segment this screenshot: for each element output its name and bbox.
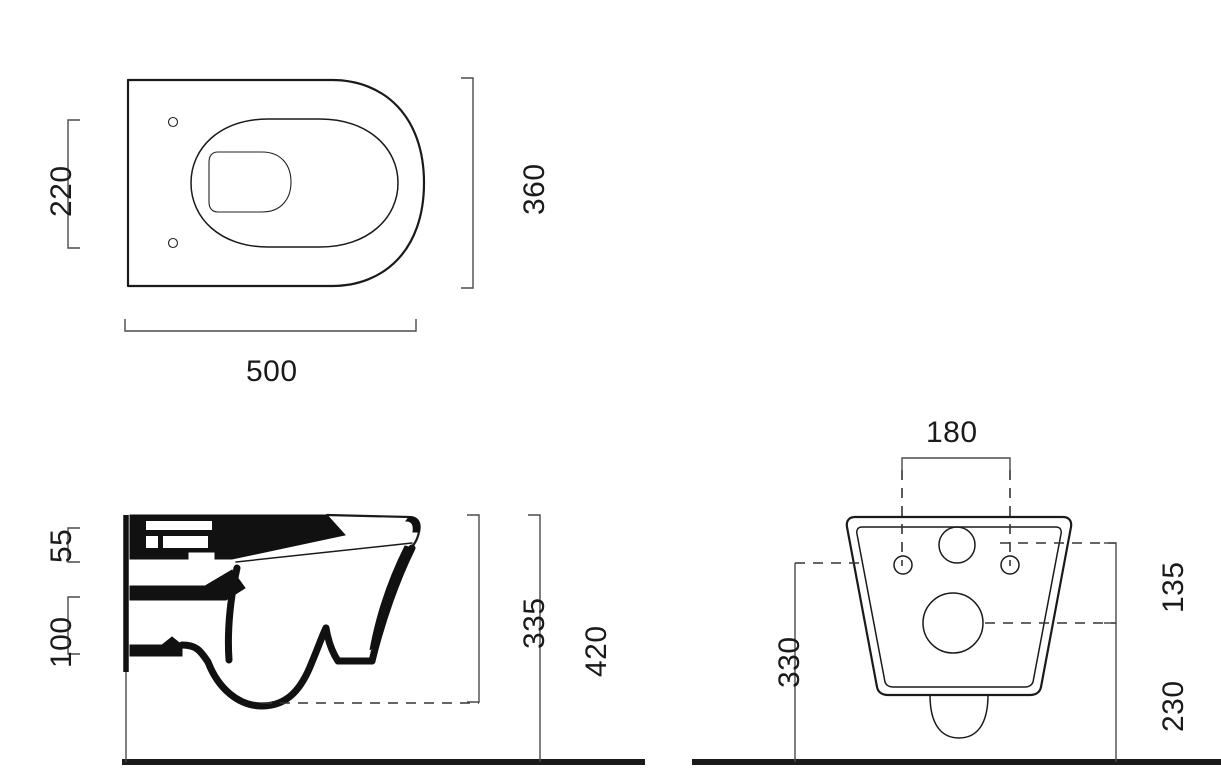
side-mid-section	[129, 569, 246, 601]
top-bolt-hole-upper	[167, 116, 179, 128]
dim-label-180: 180	[926, 416, 978, 449]
side-trap-riser	[322, 624, 376, 665]
rear-inner-outline	[856, 526, 1062, 688]
rear-outer-body	[845, 515, 1073, 697]
dim-100-bracket	[67, 596, 80, 655]
dim-label-230: 230	[1157, 680, 1190, 732]
dim-label-335: 335	[518, 597, 551, 649]
dim-220-bracket	[67, 119, 80, 249]
side-rim-tip	[405, 516, 421, 533]
dim-500-bracket	[124, 319, 417, 332]
rear-view-dimensions	[794, 457, 1117, 762]
top-bolt-hole-lower	[167, 237, 179, 249]
dim-135-bracket	[1104, 542, 1117, 624]
side-outlet-section	[129, 636, 183, 657]
side-inlet-gap	[146, 521, 212, 530]
rear-waste-outlet-circle	[922, 592, 984, 654]
dim-label-500: 500	[246, 355, 298, 388]
dim-55-bracket	[67, 527, 80, 563]
rear-bottom-bulge	[929, 694, 989, 739]
dim-label-55: 55	[45, 528, 78, 563]
top-view-dimensions	[67, 77, 474, 332]
rear-bolt-hole-left	[893, 555, 913, 575]
side-view-group	[122, 513, 645, 765]
dim-label-220: 220	[45, 165, 78, 217]
side-bowl-sweep	[235, 542, 413, 563]
top-outer-outline	[126, 78, 426, 288]
top-inner-bowl	[190, 118, 399, 248]
dim-180-bracket	[901, 457, 1011, 470]
dim-label-135: 135	[1157, 561, 1190, 613]
side-bowl-outline	[178, 624, 330, 710]
rear-flush-inlet-circle	[938, 526, 976, 564]
dim-360-bracket	[461, 77, 474, 289]
side-body-outer-curve	[368, 544, 416, 665]
side-view-dimensions	[67, 514, 541, 762]
dim-label-360: 360	[518, 163, 551, 215]
side-inlet-void2	[163, 536, 208, 548]
rear-view-group	[692, 515, 1221, 765]
top-drain-outlet	[208, 151, 292, 213]
rear-bolt-hole-right	[1000, 555, 1020, 575]
top-view-group	[126, 78, 426, 288]
dim-420-line	[528, 514, 541, 762]
side-ceramic-wedge	[369, 545, 413, 651]
dim-label-330: 330	[773, 636, 806, 688]
side-bowl-inner-wall	[224, 564, 241, 664]
side-inlet-void	[146, 536, 158, 548]
dim-label-420: 420	[580, 625, 613, 677]
dim-label-100: 100	[45, 616, 78, 668]
dim-335-bracket	[467, 514, 480, 703]
